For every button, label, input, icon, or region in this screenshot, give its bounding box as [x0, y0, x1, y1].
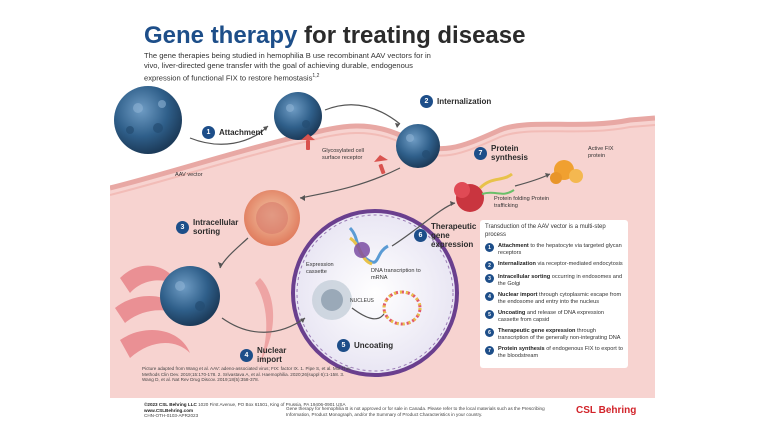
active-fix-protein-icon — [550, 160, 583, 184]
step-nuclear-import: 4 Nuclear import — [240, 346, 297, 364]
transduction-illustration — [110, 86, 655, 398]
step-label: Internalization — [437, 97, 492, 106]
label-protein-folding: Protein folding Protein trafficking — [494, 196, 550, 209]
aav-vector-large — [114, 86, 182, 154]
csl-behring-logo: CSL Behring — [576, 405, 637, 416]
legend-desc: occurring in endosomes and the Golgi — [498, 274, 623, 288]
legend-item: 4 Nuclear import through cytoplasmic esc… — [485, 292, 623, 306]
legend-item: 6 Therapeutic gene expression through tr… — [485, 328, 623, 342]
step-number: 4 — [240, 348, 253, 362]
legend-number: 7 — [485, 346, 494, 356]
step-number: 1 — [202, 126, 215, 139]
legend-desc: through cytoplasmic escape from the endo… — [498, 292, 622, 306]
aav-vector-nuclear-import — [160, 266, 220, 326]
legend-bold: Intracellular sorting — [498, 274, 551, 281]
step-internalization: 2 Internalization — [420, 95, 491, 108]
legend-text: Nuclear import through cytoplasmic escap… — [498, 292, 623, 306]
step-protein-synthesis: 7 Protein synthesis — [474, 144, 533, 162]
legend-item: 2 Internalization via receptor-mediated … — [485, 261, 623, 271]
legend-panel: Transduction of the AAV vector is a mult… — [480, 220, 628, 369]
step-label: Uncoating — [354, 341, 394, 350]
step-attachment: 1 Attachment — [202, 126, 263, 139]
step-label: Therapeutic gene expression — [431, 222, 477, 249]
transcription-helix-icon — [348, 226, 389, 266]
label-active-fix: Active FIX protein — [588, 146, 614, 159]
title-highlight: Gene therapy — [144, 22, 298, 49]
uncoating-capsid — [312, 280, 352, 320]
step-number: 6 — [414, 229, 427, 242]
label-receptor: Glycosylated cell surface receptor — [322, 148, 364, 161]
legend-desc: to the hepatocyte via targeted glycan re… — [498, 243, 622, 257]
arrow-heads — [218, 123, 550, 323]
footer-website[interactable]: www.CSLBehring.com — [144, 407, 194, 413]
aav-vector-attaching — [274, 92, 322, 140]
legend-desc: through transcription of the generally n… — [498, 328, 621, 342]
footer-address: 1020 First Avenue, PO Box 61501, King of… — [198, 402, 346, 407]
footer-disclaimer: Gene therapy for hemophilia B is not app… — [286, 406, 545, 417]
legend-text: Therapeutic gene expression through tran… — [498, 328, 623, 342]
endosome — [244, 190, 300, 246]
receptor-icon — [301, 134, 388, 175]
legend-bold: Attachment — [498, 243, 529, 250]
legend-bold: Internalization — [498, 261, 536, 268]
label-nucleus: NUCLEUS — [350, 298, 374, 304]
legend-text: Intracellular sorting occurring in endos… — [498, 274, 623, 288]
intro-text: The gene therapies being studied in hemo… — [144, 51, 444, 84]
step-therapeutic-gene-expression: 6 Therapeutic gene expression — [414, 222, 489, 249]
legend-number: 5 — [485, 310, 494, 320]
label-dna-transcription: DNA transcription to mRNA — [371, 268, 421, 281]
legend-item: 5 Uncoating and release of DNA expressio… — [485, 310, 623, 324]
legend-number: 3 — [485, 274, 494, 284]
footer-company: ©2023 CSL Behring LLC — [144, 402, 197, 407]
intro-body: The gene therapies being studied in hemo… — [144, 51, 431, 83]
legend-bold: Therapeutic gene expression — [498, 328, 576, 335]
legend-desc: via receptor-mediated endocytosis — [535, 261, 623, 268]
step-number: 7 — [474, 146, 487, 160]
step-label: Protein synthesis — [491, 144, 528, 162]
step-label: Intracellular sorting — [193, 218, 239, 236]
legend-text: Uncoating and release of DNA expression … — [498, 310, 623, 324]
intro-superscript: 1,2 — [312, 73, 320, 79]
legend-desc: and release of DNA expression cassette f… — [498, 310, 605, 324]
golgi-apparatus — [115, 265, 274, 363]
page-title: Gene therapy for treating disease — [144, 22, 525, 50]
legend-text: Protein synthesis of endogenous FIX to e… — [498, 346, 623, 360]
ribosome-icon — [454, 172, 515, 212]
legend-bold: Nuclear import — [498, 292, 538, 299]
legend-text: Internalization via receptor-mediated en… — [498, 261, 623, 268]
step-intracellular-sorting: 3 Intracellular sorting — [176, 218, 248, 236]
nucleus — [291, 209, 459, 377]
legend-item: 1 Attachment to the hepatocyte via targe… — [485, 243, 623, 257]
step-number: 2 — [420, 95, 433, 108]
title-rest: for treating disease — [297, 22, 526, 49]
step-number: 3 — [176, 220, 189, 234]
footer-company-info: ©2023 CSL Behring LLC 1020 First Avenue,… — [144, 402, 346, 419]
legend-text: Attachment to the hepatocyte via targete… — [498, 243, 623, 257]
legend-intro: Transduction of the AAV vector is a mult… — [485, 224, 606, 238]
legend-number: 6 — [485, 328, 494, 338]
legend-bold: Uncoating — [498, 310, 526, 317]
process-arrows — [189, 104, 551, 333]
label-expression-cassette: Expression cassette — [306, 262, 334, 275]
legend-item: 3 Intracellular sorting occurring in end… — [485, 274, 623, 288]
aav-vector-internalizing — [396, 124, 440, 168]
step-uncoating: 5 Uncoating — [337, 339, 393, 352]
step-label: Nuclear import — [257, 346, 287, 364]
legend-item: 7 Protein synthesis of endogenous FIX to… — [485, 346, 623, 360]
step-label: Attachment — [219, 128, 264, 137]
legend-number: 2 — [485, 261, 494, 271]
label-aav-vector: AAV vector — [175, 172, 203, 178]
footer-code: CHN-OTH-0103-APR2023 — [144, 413, 199, 419]
step-number: 5 — [337, 339, 350, 352]
legend-number: 4 — [485, 292, 494, 302]
legend-desc: of endogenous FIX to export to the blood… — [498, 346, 624, 360]
legend-bold: Protein synthesis — [498, 346, 545, 353]
figure-credit: Picture adapted from Wang et al. AAV: ad… — [142, 366, 351, 383]
dna-ring-icon — [382, 290, 422, 326]
legend-number: 1 — [485, 243, 494, 253]
